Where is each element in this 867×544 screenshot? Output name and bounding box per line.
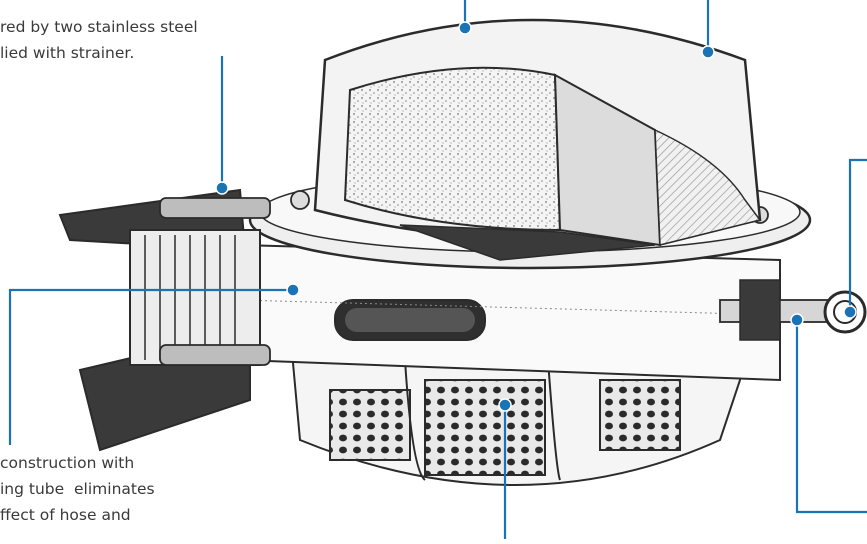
cutaway-interior bbox=[399, 224, 656, 261]
strainer-mesh-left bbox=[329, 389, 411, 461]
callout-dome-left bbox=[458, 0, 472, 35]
callout-tube bbox=[8, 283, 300, 445]
strainer-mesh-right bbox=[599, 379, 681, 451]
bolt-head bbox=[290, 190, 310, 210]
callout-dome-right bbox=[701, 0, 715, 59]
callout-strainer bbox=[498, 398, 512, 539]
hose-clamp-top bbox=[159, 197, 271, 219]
tube-body bbox=[239, 243, 781, 382]
caption-bottom-left: construction with ing tube eliminates ff… bbox=[0, 454, 155, 524]
callout-lines bbox=[8, 0, 867, 539]
dome-cap bbox=[313, 18, 762, 261]
strainer-mesh-front bbox=[424, 379, 546, 476]
hose-connection bbox=[58, 188, 271, 452]
threaded-coupling bbox=[129, 229, 261, 366]
callout-hose-clamp bbox=[215, 56, 229, 195]
eye-bolt bbox=[719, 279, 867, 341]
callout-eye-bolt bbox=[843, 158, 867, 319]
hose-clamp-bottom bbox=[159, 344, 271, 366]
callout-nut bbox=[790, 313, 867, 514]
caption-top-left: red by two stainless steel lied with str… bbox=[0, 18, 198, 62]
